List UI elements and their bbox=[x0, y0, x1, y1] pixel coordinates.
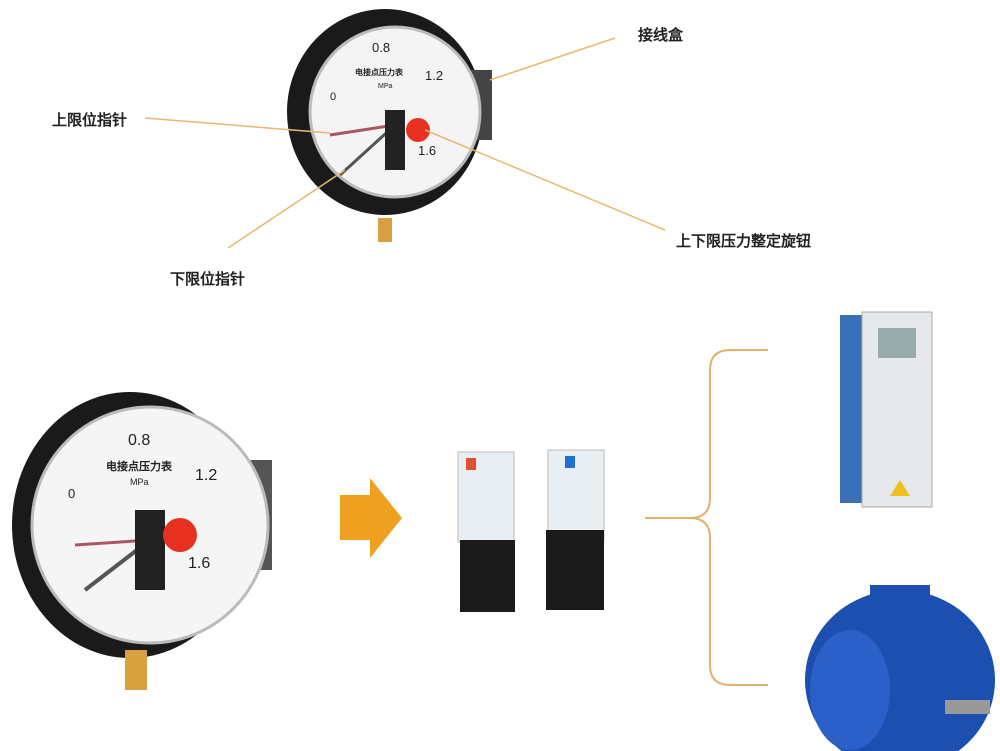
gauge-scale-0: 0 bbox=[68, 486, 75, 501]
gauge-scale-0-8: 0.8 bbox=[128, 432, 150, 449]
callout-lower-limit-pointer: 下限位指针 bbox=[170, 270, 246, 288]
relay-1 bbox=[457, 451, 515, 612]
gauge-scale-1-6: 1.6 bbox=[418, 143, 436, 158]
gauge-title: 电接点压力表 bbox=[355, 67, 404, 77]
top-pressure-gauge: 0.8 1.2 1.6 0 电接点压力表 MPa bbox=[287, 9, 492, 242]
brace bbox=[645, 349, 768, 686]
gauge-scale-1-6: 1.6 bbox=[188, 555, 210, 572]
callout-lines bbox=[144, 37, 666, 249]
gauge-scale-0: 0 bbox=[330, 91, 336, 103]
limit-adjust-knob bbox=[163, 518, 197, 552]
frequency-inverter bbox=[840, 311, 933, 508]
arrow-right-icon bbox=[340, 478, 402, 558]
gauge-scale-0-8: 0.8 bbox=[372, 40, 390, 55]
relay-2 bbox=[546, 449, 605, 610]
electric-motor bbox=[805, 585, 995, 751]
limit-adjust-knob bbox=[406, 118, 430, 142]
gauge-title: 电接点压力表 bbox=[106, 459, 173, 473]
bottom-pressure-gauge: 0.8 1.2 1.6 0 电接点压力表 MPa bbox=[12, 392, 272, 690]
callout-limit-adjust-knob: 上下限压力整定旋钮 bbox=[676, 232, 812, 250]
callout-junction-box: 接线盒 bbox=[638, 26, 684, 44]
callout-upper-limit-pointer: 上限位指针 bbox=[52, 111, 128, 129]
gauge-unit: MPa bbox=[378, 83, 393, 90]
gauge-scale-1-2: 1.2 bbox=[425, 68, 443, 83]
gauge-scale-1-2: 1.2 bbox=[195, 467, 217, 484]
gauge-unit: MPa bbox=[130, 477, 149, 487]
